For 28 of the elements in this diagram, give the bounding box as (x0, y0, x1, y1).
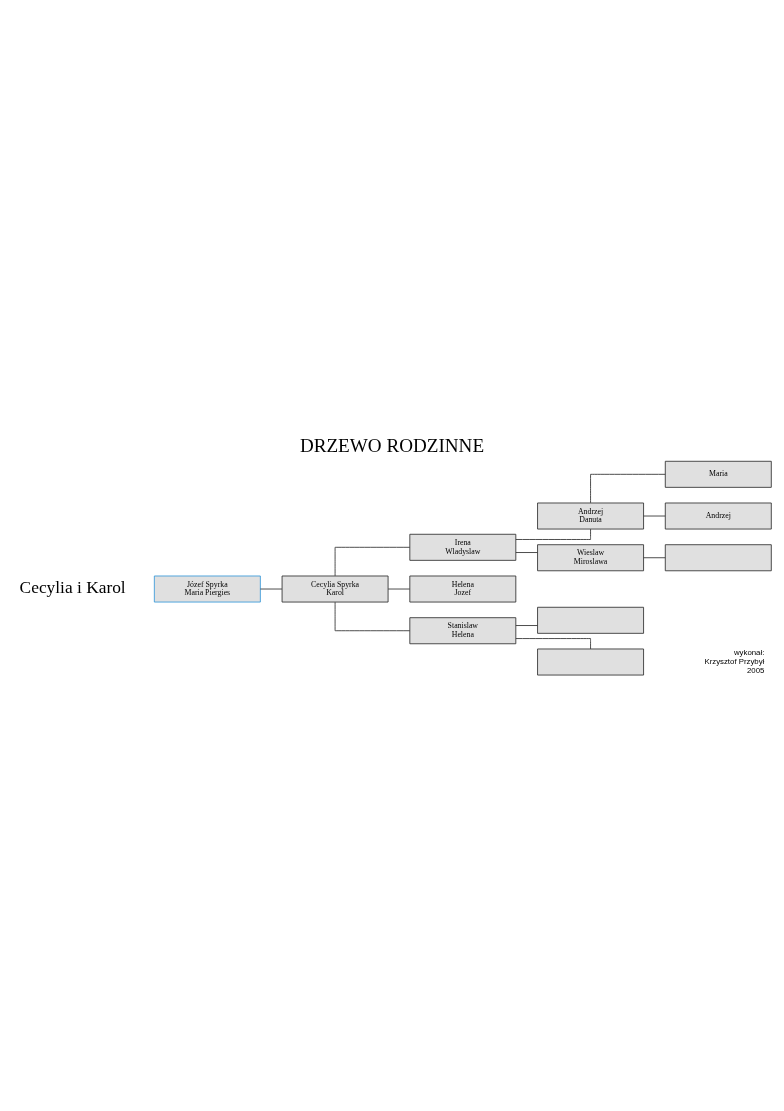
node-box: Stanislaw Helena (409, 616, 517, 644)
connector (259, 588, 283, 589)
connector (387, 588, 411, 589)
node-box: Irena Wladyslaw (409, 533, 517, 561)
connector (515, 624, 538, 626)
label: Cecylia i Karol (19, 577, 126, 597)
connector (643, 515, 666, 516)
connector (515, 551, 538, 553)
node-box (537, 606, 644, 634)
node-box (664, 543, 772, 571)
connector (334, 546, 411, 576)
node-box: Maria (664, 460, 772, 488)
label: wykonał: (733, 647, 765, 657)
label: Krzysztof Przybył (704, 656, 765, 666)
node-box (537, 648, 644, 675)
node-box: Andrzej (664, 502, 772, 529)
node-box: Cecylia Spyrka Karol (281, 575, 389, 602)
node-box: Józef Spyrka Maria Piergies (153, 575, 261, 602)
node-box: Helena Jozef (409, 575, 517, 602)
connector (515, 528, 591, 540)
connector (643, 556, 666, 558)
connector (334, 601, 411, 631)
label: 2005 (746, 665, 765, 675)
connector (515, 637, 591, 649)
connector (590, 473, 666, 503)
diagram-title: DRZEWO RODZINNE (299, 434, 485, 456)
node-box: Andrzej Danuta (537, 502, 644, 529)
node-box: Wieslaw Miroslawa (537, 543, 644, 571)
